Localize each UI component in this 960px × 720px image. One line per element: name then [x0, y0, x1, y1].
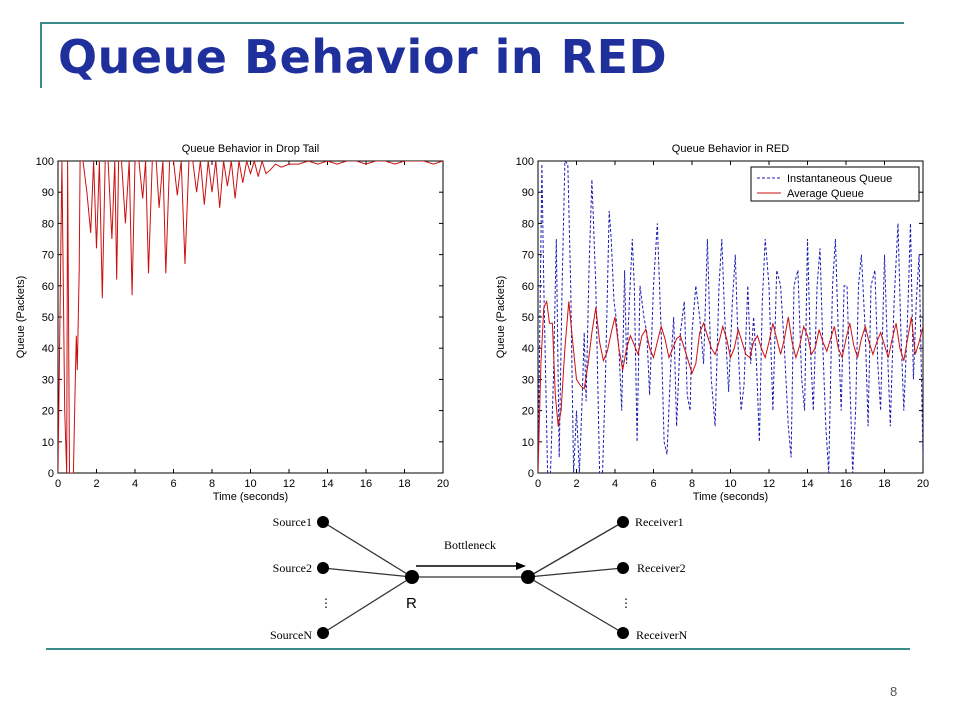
- y-tick-label: 30: [42, 374, 54, 386]
- link-sourcen-router: [322, 576, 413, 634]
- red-chart: Queue Behavior in RED 0 2 4 6 8 10 12 14 16 18 20 0 1…: [495, 143, 929, 503]
- x-tick-label: 4: [132, 478, 138, 490]
- x-tick-label: 2: [93, 478, 99, 490]
- x-axis-label: Time (seconds): [213, 491, 288, 503]
- y-tick-label: 90: [42, 187, 54, 199]
- x-tick-label: 18: [398, 478, 410, 490]
- x-tick-label: 4: [612, 478, 618, 490]
- node-receivern: [617, 627, 629, 639]
- network-topology-diagram: Bottleneck Source1 Source2 SourceN ⋮ Rec…: [270, 515, 688, 642]
- y-tick-label: 10: [522, 437, 534, 449]
- source1-label: Source1: [273, 515, 312, 529]
- node-source2: [317, 562, 329, 574]
- y-tick-label: 90: [522, 187, 534, 199]
- x-tick-label: 6: [170, 478, 176, 490]
- y-tick-label: 80: [522, 218, 534, 230]
- x-tick-label: 0: [535, 478, 541, 490]
- plot-area: [537, 160, 924, 474]
- node-router-r: [405, 570, 419, 584]
- receiver-ellipsis: ⋮: [620, 596, 632, 610]
- y-tick-label: 10: [42, 437, 54, 449]
- series-line-instantaneous: [538, 161, 923, 473]
- source2-label: Source2: [273, 561, 312, 575]
- legend-label: Instantaneous Queue: [787, 173, 892, 185]
- series-line-average: [538, 299, 923, 473]
- series-line-average: [58, 161, 443, 473]
- node-sourcen: [317, 627, 329, 639]
- x-tick-label: 2: [573, 478, 579, 490]
- x-tick-label: 6: [650, 478, 656, 490]
- y-tick-label: 40: [42, 343, 54, 355]
- y-tick-label: 100: [516, 156, 534, 168]
- chart-title: Queue Behavior in Drop Tail: [182, 143, 319, 155]
- y-tick-label: 80: [42, 218, 54, 230]
- link-source2-router: [322, 567, 413, 578]
- node-source1: [317, 516, 329, 528]
- x-tick-label: 18: [878, 478, 890, 490]
- slide-frame-top: [40, 22, 904, 24]
- link-router-receiver1: [527, 521, 624, 578]
- x-tick-label: 12: [763, 478, 775, 490]
- drop-tail-chart: Queue Behavior in Drop Tail 0 2 4 6 8 10 12 14 16…: [15, 143, 449, 503]
- y-tick-label: 70: [42, 250, 54, 262]
- diagram-nodes: [317, 516, 629, 639]
- sourcen-label: SourceN: [270, 628, 312, 642]
- slide-frame-left: [40, 22, 42, 88]
- y-tick-label: 40: [522, 343, 534, 355]
- x-tick-label: 8: [209, 478, 215, 490]
- x-tick-label: 20: [437, 478, 449, 490]
- x-tick-label: 12: [283, 478, 295, 490]
- x-tick-label: 20: [917, 478, 929, 490]
- receivern-label: ReceiverN: [636, 628, 688, 642]
- y-axis-label: Queue (Packets): [495, 276, 507, 359]
- y-tick-label: 20: [522, 406, 534, 418]
- router-label: R: [406, 595, 417, 612]
- chart-title: Queue Behavior in RED: [672, 143, 789, 155]
- source-ellipsis: ⋮: [320, 596, 332, 610]
- y-tick-label: 70: [522, 250, 534, 262]
- bottleneck-label: Bottleneck: [444, 538, 496, 552]
- y-tick-label: 30: [522, 374, 534, 386]
- diagram-links: [322, 521, 624, 634]
- x-tick-label: 16: [840, 478, 852, 490]
- y-tick-label: 100: [36, 156, 54, 168]
- y-tick-label: 60: [42, 281, 54, 293]
- x-tick-label: 10: [244, 478, 256, 490]
- slide-frame-bottom: [46, 648, 910, 650]
- x-tick-label: 14: [321, 478, 333, 490]
- link-router-receiver2: [527, 567, 624, 578]
- y-tick-label: 0: [48, 468, 54, 480]
- slide-title: Queue Behavior in RED: [58, 30, 668, 84]
- y-tick-label: 0: [528, 468, 534, 480]
- y-tick-label: 50: [42, 312, 54, 324]
- y-tick-label: 60: [522, 281, 534, 293]
- node-receiver2: [617, 562, 629, 574]
- receiver1-label: Receiver1: [635, 515, 684, 529]
- x-tick-label: 16: [360, 478, 372, 490]
- x-tick-label: 14: [801, 478, 813, 490]
- x-tick-label: 8: [689, 478, 695, 490]
- y-tick-label: 50: [522, 312, 534, 324]
- bottleneck-arrow: [416, 562, 526, 570]
- node-router-right: [521, 570, 535, 584]
- y-axis-label: Queue (Packets): [15, 276, 27, 359]
- page-number: 8: [890, 684, 898, 699]
- x-axis-label: Time (seconds): [693, 491, 768, 503]
- link-source1-router: [322, 521, 413, 578]
- legend-box: [750, 166, 920, 202]
- legend-label: Average Queue: [787, 188, 864, 200]
- plot-area: [57, 160, 444, 474]
- node-receiver1: [617, 516, 629, 528]
- x-tick-label: 10: [724, 478, 736, 490]
- link-router-receivern: [527, 576, 624, 634]
- x-tick-label: 0: [55, 478, 61, 490]
- y-tick-label: 20: [42, 406, 54, 418]
- receiver2-label: Receiver2: [637, 561, 686, 575]
